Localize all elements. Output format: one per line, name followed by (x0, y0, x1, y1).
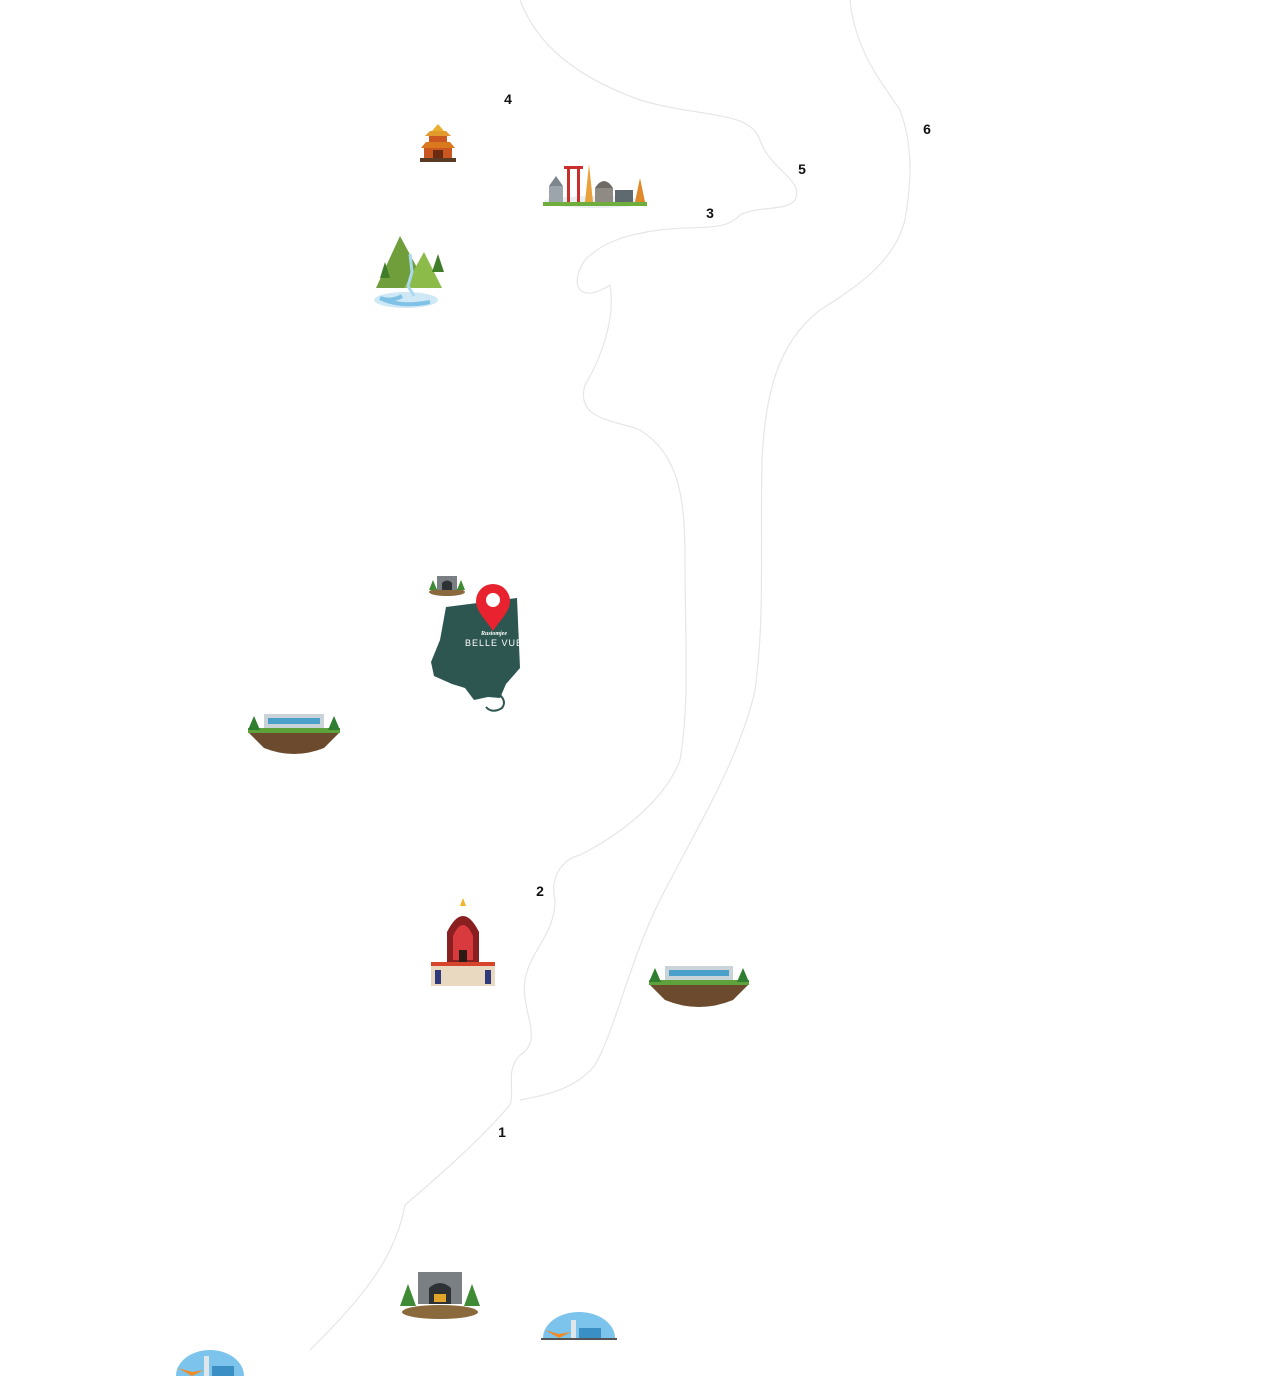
road-west (309, 0, 798, 1351)
project-approach-road (485, 672, 505, 712)
route-marker-6[interactable]: 6 (923, 121, 931, 137)
jagannath-temple-icon (431, 898, 495, 986)
pagoda-temple-icon (420, 124, 456, 162)
floating-island-building-icon (649, 966, 749, 1007)
route-marker-4[interactable]: 4 (504, 91, 512, 107)
tunnel-railway-icon (400, 1272, 480, 1319)
brand-name-text: BELLE VUE (464, 638, 524, 648)
route-marker-5[interactable]: 5 (798, 161, 806, 177)
route-marker-1[interactable]: 1 (498, 1124, 506, 1140)
temple-skyline-icon (543, 164, 647, 208)
project-boundary (431, 598, 520, 700)
tunnel-railway-icon (429, 576, 465, 596)
road-east (519, 0, 911, 1101)
project-plot (431, 598, 520, 712)
brand-top-text: Rustomjee (480, 631, 507, 637)
mountain-waterfall-icon (374, 236, 444, 308)
airport-icon (541, 1312, 617, 1340)
route-marker-3[interactable]: 3 (706, 205, 714, 221)
airport-icon (176, 1350, 244, 1376)
location-pin-icon (476, 584, 510, 631)
road-lines (309, 0, 911, 1351)
project-brand: Rustomjee BELLE VUE (464, 631, 524, 648)
floating-island-building-icon (248, 714, 340, 754)
route-marker-2[interactable]: 2 (536, 883, 544, 899)
